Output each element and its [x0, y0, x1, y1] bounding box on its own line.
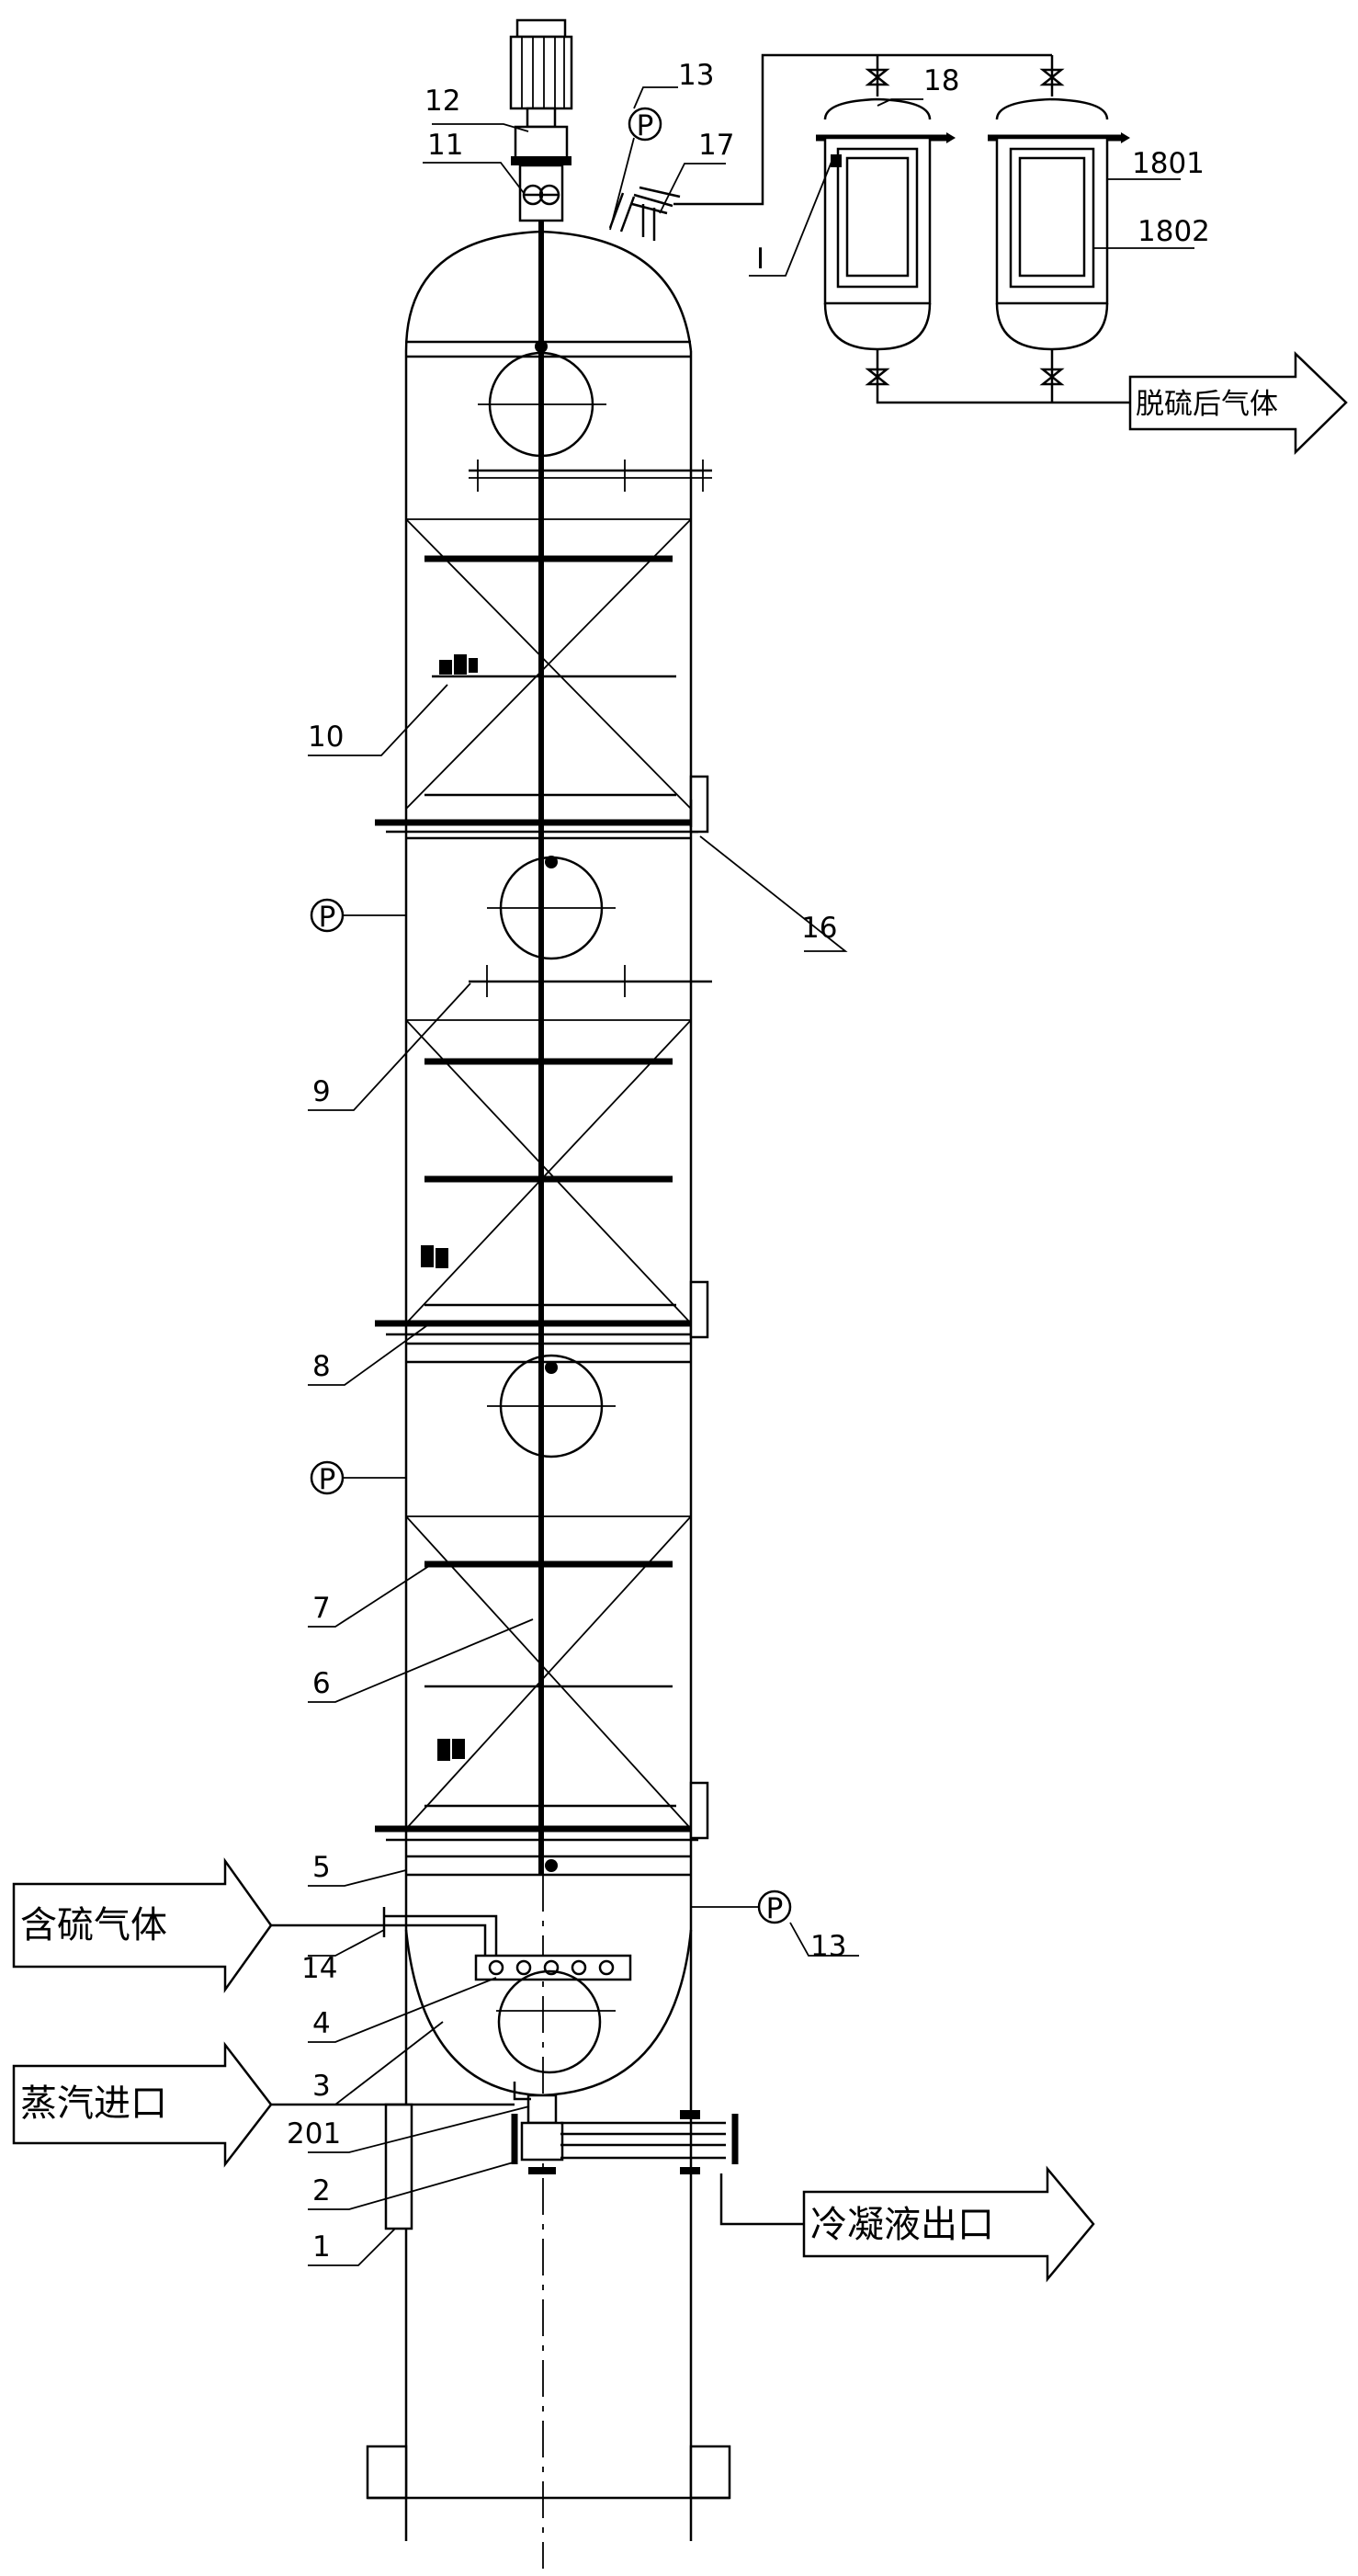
- motor: [509, 18, 573, 222]
- label-2: 2: [312, 2174, 331, 2207]
- label-12: 12: [424, 85, 460, 118]
- arrow-condensate-out: 冷凝液出口: [802, 2165, 1095, 2283]
- label-3: 3: [312, 2070, 331, 2103]
- arrow-sulfur-gas-in: 含硫气体: [12, 1857, 384, 1993]
- label-8: 8: [312, 1350, 331, 1383]
- pressure-gauge-mid2-symbol: P: [319, 1463, 336, 1496]
- label-4: 4: [312, 2007, 331, 2040]
- label-13-top: 13: [678, 59, 714, 92]
- steam-in-label: 蒸汽进口: [20, 2082, 167, 2125]
- label-18: 18: [923, 64, 959, 97]
- label-13-right: 13: [810, 1930, 846, 1963]
- label-6: 6: [312, 1667, 331, 1700]
- filter-vessels: [816, 97, 1130, 404]
- pressure-gauge-top-symbol: P: [637, 109, 654, 142]
- label-11: 11: [427, 129, 463, 162]
- desulfurized-gas-out-label: 脱硫后气体: [1136, 388, 1278, 421]
- pressure-gauge-top: [628, 107, 662, 142]
- label-1: 1: [312, 2230, 331, 2264]
- label-9: 9: [312, 1075, 331, 1108]
- label-16: 16: [801, 912, 837, 945]
- tower-internals: [375, 340, 804, 2230]
- label-10: 10: [308, 721, 344, 754]
- label-17: 17: [698, 129, 734, 162]
- label-1802: 1802: [1137, 215, 1210, 248]
- leader-lines: [308, 86, 1194, 2266]
- packing-symbols: [421, 654, 478, 1761]
- pressure-gauge-mid1-symbol: P: [319, 901, 336, 934]
- part-labels: 12 11 13 17 18 1801 1802 I 10 16 9 8 7 6…: [287, 59, 1210, 2264]
- arrow-desulfurized-gas-out: 脱硫后气体: [1128, 351, 1348, 455]
- label-14: 14: [301, 1952, 337, 1985]
- label-201: 201: [287, 2117, 341, 2150]
- label-roman-I: I: [756, 243, 764, 276]
- label-7: 7: [312, 1592, 331, 1625]
- condensate-out-label: 冷凝液出口: [810, 2204, 994, 2246]
- label-5: 5: [312, 1851, 331, 1884]
- tower-shell: [366, 230, 731, 2541]
- pressure-gauge-bottom-symbol: P: [766, 1892, 784, 1925]
- pressure-gauges: P P P P: [310, 107, 792, 1925]
- label-1801: 1801: [1132, 147, 1205, 180]
- sulfur-gas-in-label: 含硫气体: [20, 1904, 167, 1946]
- arrow-steam-in: 蒸汽进口: [12, 2041, 515, 2168]
